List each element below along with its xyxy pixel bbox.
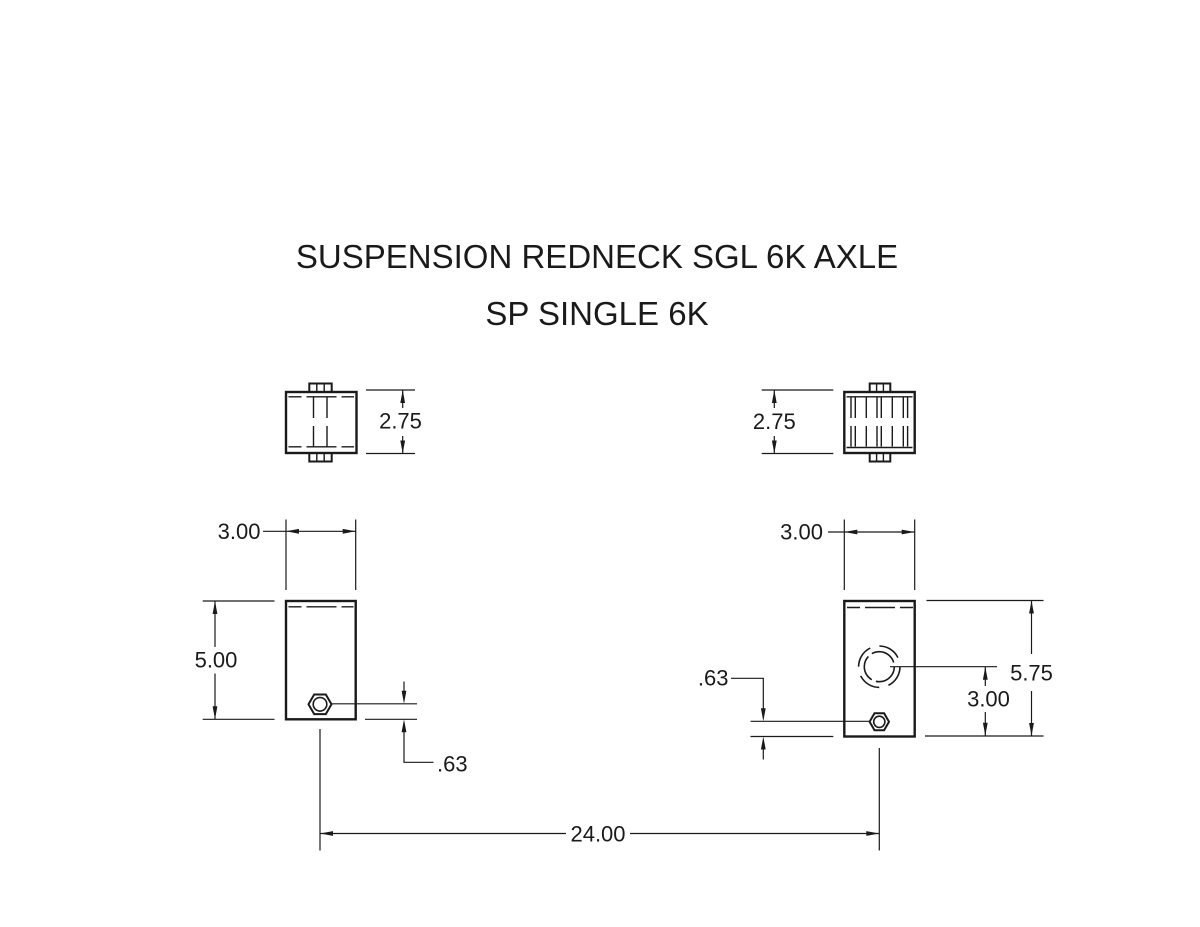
left-top-tab-lower [308, 452, 333, 463]
right-front-body [843, 599, 916, 738]
extension-lines [366, 389, 415, 455]
left-hanger-front-view [284, 599, 357, 721]
arrow-down-icon [982, 722, 988, 736]
dim-left-front-height: 5.00 [195, 600, 275, 720]
arrow-up-icon [982, 666, 988, 680]
dim-right-bolt-offset: .63 [698, 666, 870, 760]
arrow-up-icon [400, 390, 406, 403]
arrow-right-icon [901, 529, 915, 535]
right-bolt-circle [872, 715, 886, 729]
right-top-tab-lower [868, 452, 892, 463]
dim-value: 5.75 [1010, 661, 1053, 686]
left-top-tab-upper [308, 382, 333, 393]
dim-value: 3.00 [780, 520, 823, 545]
right-top-tab-upper-dividers [875, 383, 885, 392]
right-bolt-hex [868, 712, 891, 732]
axle-hole-inner-circle [863, 650, 896, 683]
arrow-right-icon [866, 831, 880, 836]
arrow-down-icon [1029, 723, 1034, 736]
leader-line [403, 732, 434, 763]
dim-value: .63 [698, 666, 729, 691]
dim-right-axle-center: 3.00 [890, 666, 1010, 736]
right-top-tab-upper [868, 382, 892, 393]
dim-right-top-height: 2.75 [753, 389, 834, 455]
left-top-body [284, 390, 358, 455]
dim-value: .63 [437, 752, 468, 777]
arrow-down-icon [400, 440, 406, 454]
arrow-right-icon [342, 528, 356, 534]
drawing-title: SUSPENSION REDNECK SGL 6K AXLE SP SINGLE… [296, 238, 898, 332]
left-hanger-top-view [284, 382, 358, 463]
dim-left-front-width: 3.00 [218, 519, 357, 590]
dim-value: 3.00 [967, 687, 1010, 712]
arrow-up-icon [771, 390, 777, 403]
extension-lines [925, 599, 1044, 737]
arrow-up-icon [401, 719, 407, 733]
dim-value: 2.75 [753, 409, 796, 434]
dim-hanger-spacing: 24.00 [319, 729, 880, 851]
arrow-down-icon [771, 440, 777, 454]
right-hanger-front-view [843, 599, 916, 738]
left-top-tab-upper-dividers [316, 383, 325, 392]
arrow-down-icon [212, 706, 218, 720]
right-top-inner-lines [846, 396, 913, 449]
arrow-left-icon [286, 528, 299, 534]
extension-lines [843, 519, 916, 590]
right-top-spring-plate-lines [850, 397, 909, 447]
arrow-up-icon [760, 736, 766, 750]
dim-right-front-width: 3.00 [780, 519, 916, 590]
arrow-up-icon [1029, 600, 1034, 614]
dim-left-bolt-offset: .63 [331, 681, 468, 777]
right-hanger-top-view [843, 382, 916, 463]
dim-left-top-height: 2.75 [366, 389, 422, 455]
title-line-2: SP SINGLE 6K [485, 295, 708, 332]
title-line-1: SUSPENSION REDNECK SGL 6K AXLE [296, 238, 898, 275]
dim-value: 2.75 [379, 409, 422, 434]
arrow-left-icon [844, 529, 858, 535]
dim-value: 24.00 [570, 822, 625, 847]
dim-right-front-height: 5.75 [925, 599, 1053, 737]
leader-line [731, 677, 764, 709]
arrow-up-icon [212, 601, 218, 614]
arrow-down-icon [401, 690, 407, 704]
right-top-tab-lower-dividers [875, 453, 885, 462]
left-front-body [284, 599, 357, 721]
dim-value: 5.00 [195, 648, 238, 673]
arrow-left-icon [320, 831, 333, 836]
dim-value: 3.00 [218, 519, 261, 544]
left-top-tab-lower-dividers [316, 453, 325, 462]
arrow-down-icon [760, 708, 766, 722]
left-bolt-circle [312, 696, 328, 712]
extension-lines [761, 389, 834, 455]
